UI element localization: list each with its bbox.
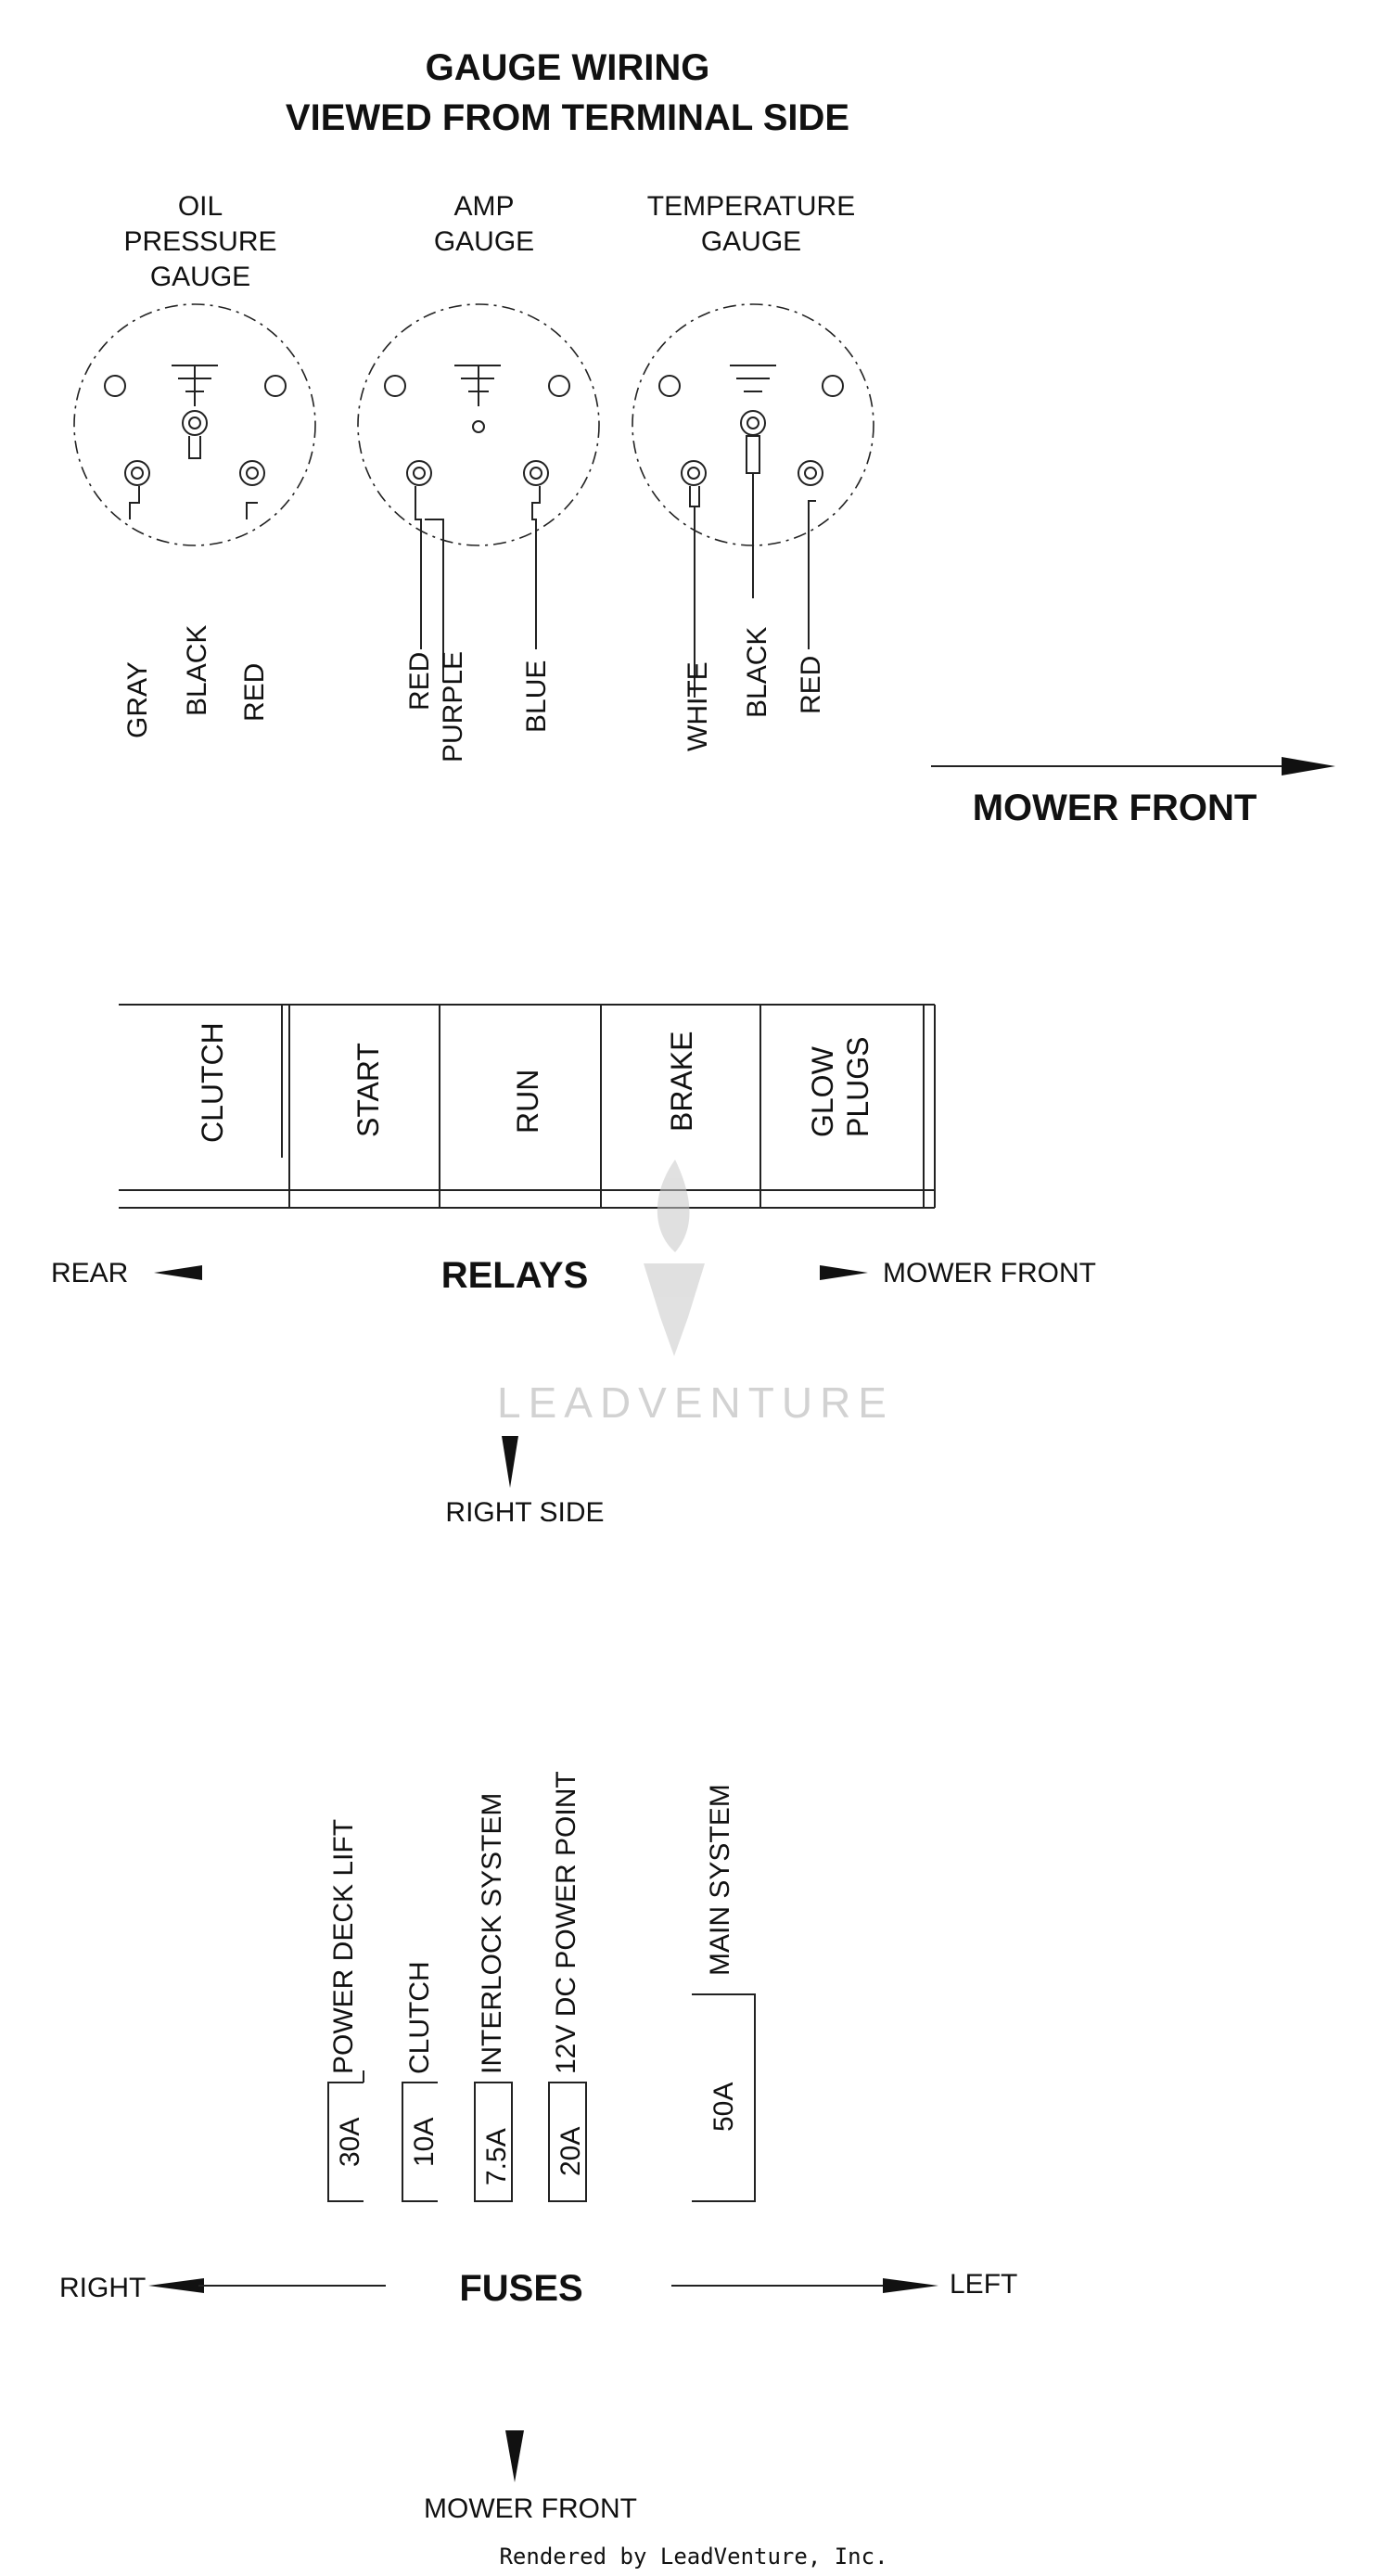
fuse-name: MAIN SYSTEM bbox=[705, 1784, 735, 1976]
arrow-left-icon bbox=[154, 1265, 202, 1280]
terminal-tab bbox=[188, 436, 201, 459]
left-terminal bbox=[681, 460, 707, 486]
arrow-down-icon bbox=[505, 2430, 524, 2482]
terminal-tab bbox=[689, 486, 700, 507]
mounting-hole bbox=[548, 375, 570, 397]
relay-block bbox=[119, 1004, 936, 1209]
wire-lead bbox=[425, 519, 444, 682]
gauge-direction-label: MOWER FRONT bbox=[973, 788, 1257, 828]
temperature-gauge: TEMPERATURE GAUGE WHITE BLACK RED bbox=[632, 191, 874, 751]
relays-title: RELAYS bbox=[441, 1255, 589, 1296]
fuse-rating: 50A bbox=[708, 2083, 739, 2132]
wire-label-white: WHITE bbox=[683, 661, 713, 751]
relay-slot-glow-plugs-line-1: GLOW bbox=[806, 1045, 839, 1137]
watermark-text: LEADVENTURE bbox=[497, 1378, 894, 1427]
fuse-30a bbox=[327, 2070, 364, 2202]
wire-label-blue: BLUE bbox=[521, 660, 552, 733]
wire-lead bbox=[415, 486, 422, 649]
mounting-hole bbox=[822, 375, 844, 397]
title-line-2: VIEWED FROM TERMINAL SIDE bbox=[286, 97, 849, 138]
gauge-label-line: TEMPERATURE bbox=[647, 191, 855, 222]
relay-front-label: MOWER FRONT bbox=[883, 1258, 1096, 1288]
terminal-tab bbox=[129, 486, 140, 519]
relay-slot-run: RUN bbox=[511, 1070, 544, 1134]
mower-front-arrow bbox=[931, 757, 1335, 775]
left-terminal bbox=[406, 460, 432, 486]
relay-rear-label: REAR bbox=[51, 1258, 128, 1288]
gauge-body-outline bbox=[357, 303, 600, 546]
fuse-name: 12V DC POWER POINT bbox=[551, 1771, 581, 2074]
right-terminal bbox=[523, 460, 549, 486]
arrow-left-icon bbox=[148, 2278, 204, 2293]
gauge-label-line: GAUGE bbox=[434, 226, 534, 257]
ground-symbol bbox=[730, 365, 776, 392]
amp-gauge: AMP GAUGE RED PURPLE BLUE bbox=[357, 191, 600, 763]
fuse-7-5a bbox=[474, 2082, 513, 2202]
mounting-hole bbox=[104, 375, 126, 397]
fuse-rating: 10A bbox=[409, 2118, 440, 2167]
relay-slot-glow-plugs-line-2: PLUGS bbox=[841, 1037, 874, 1137]
terminal-tab bbox=[246, 502, 258, 519]
center-terminal bbox=[740, 410, 766, 436]
gauge-label-line: PRESSURE bbox=[123, 226, 276, 257]
footer-credit: Rendered by LeadVenture, Inc. bbox=[499, 2544, 887, 2570]
arrow-right-icon bbox=[820, 1265, 868, 1280]
fuse-front-label: MOWER FRONT bbox=[424, 2493, 637, 2524]
left-terminal bbox=[124, 460, 150, 486]
arrow-down-icon bbox=[502, 1436, 518, 1488]
gauge-body-outline bbox=[73, 303, 316, 546]
fuse-name: POWER DECK LIFT bbox=[328, 1819, 359, 2074]
mounting-hole bbox=[264, 375, 287, 397]
arrow-right-icon bbox=[883, 2278, 938, 2293]
gauge-label-line: AMP bbox=[453, 191, 514, 222]
fuse-left-label: LEFT bbox=[950, 2269, 1017, 2300]
oil-pressure-gauge: OIL PRESSURE GAUGE GRAY BLACK RED bbox=[73, 191, 316, 738]
fuse-20a bbox=[548, 2082, 587, 2202]
terminal-tab bbox=[746, 435, 760, 474]
wire-lead bbox=[808, 500, 816, 649]
relay-right-side-label: RIGHT SIDE bbox=[445, 1497, 604, 1528]
right-terminal bbox=[798, 460, 823, 486]
wire-label-gray: GRAY bbox=[122, 661, 153, 738]
relay-slot-start: START bbox=[351, 1043, 385, 1137]
leadventure-logo-icon bbox=[644, 1160, 705, 1356]
mounting-hole bbox=[384, 375, 406, 397]
center-stud bbox=[472, 420, 485, 433]
fuse-10a bbox=[402, 2082, 438, 2202]
wire-label-purple: PURPLE bbox=[438, 651, 468, 763]
wire-label-black: BLACK bbox=[182, 625, 212, 716]
gauge-label-line: OIL bbox=[178, 191, 223, 222]
fuse-rating: 7.5A bbox=[481, 2128, 512, 2185]
wire-label-red: RED bbox=[404, 652, 435, 711]
ground-symbol bbox=[454, 365, 501, 406]
center-terminal bbox=[182, 410, 208, 436]
ground-symbol bbox=[172, 365, 218, 406]
relay-slot-brake: BRAKE bbox=[665, 1032, 698, 1132]
fuse-rating: 20A bbox=[555, 2127, 586, 2176]
gauge-label-line: GAUGE bbox=[150, 262, 250, 292]
fuse-name: INTERLOCK SYSTEM bbox=[477, 1793, 507, 2074]
fuses-title: FUSES bbox=[459, 2268, 582, 2309]
wire-lead bbox=[531, 486, 541, 649]
fuse-rating: 30A bbox=[335, 2118, 365, 2167]
title-line-1: GAUGE WIRING bbox=[426, 47, 710, 88]
fuse-right-label: RIGHT bbox=[59, 2273, 146, 2303]
wire-label-red: RED bbox=[796, 656, 826, 714]
relay-slot-clutch: CLUTCH bbox=[196, 1022, 229, 1143]
wire-label-red: RED bbox=[239, 663, 270, 722]
right-terminal bbox=[239, 460, 265, 486]
wire-label-black: BLACK bbox=[742, 627, 772, 718]
gauge-label-line: GAUGE bbox=[701, 226, 801, 257]
mounting-hole bbox=[658, 375, 681, 397]
fuse-50a bbox=[692, 1993, 756, 2202]
fuse-name: CLUTCH bbox=[404, 1961, 435, 2074]
